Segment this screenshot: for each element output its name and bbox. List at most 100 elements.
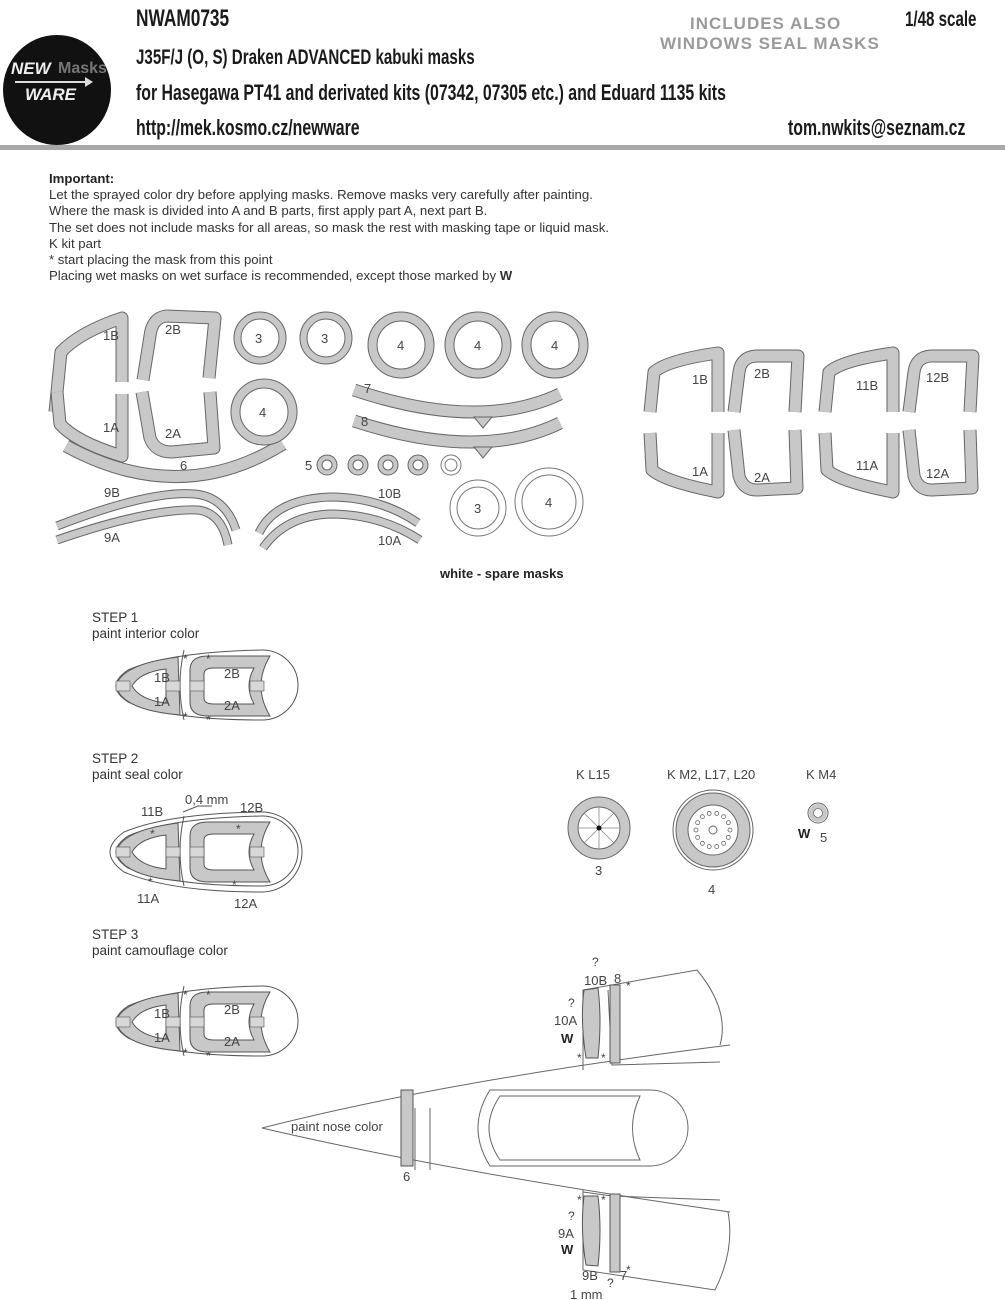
mask-10A — [260, 510, 422, 551]
svg-text:5: 5 — [820, 830, 827, 845]
svg-text:3: 3 — [255, 331, 262, 346]
svg-text:*: * — [601, 1193, 606, 1207]
note-line: The set does not include masks for all a… — [49, 219, 609, 235]
svg-text:1A: 1A — [692, 464, 708, 479]
svg-text:2B: 2B — [754, 366, 770, 381]
mask-9B — [55, 490, 240, 532]
svg-text:12A: 12A — [926, 466, 949, 481]
svg-text:?: ? — [592, 955, 599, 969]
svg-text:*: * — [232, 878, 237, 892]
svg-text:*: * — [626, 1263, 631, 1277]
logo-text-masks: Masks — [58, 60, 107, 77]
wheel-bolt — [714, 844, 720, 849]
wheel-bolt — [695, 834, 701, 840]
email-link[interactable]: tom.nwkits@seznam.cz — [788, 115, 966, 140]
svg-text:1B: 1B — [154, 1006, 170, 1021]
product-title: J35F/J (O, S) Draken ADVANCED kabuki mas… — [136, 46, 475, 69]
spare-mask-5 — [440, 454, 462, 476]
ring-mask — [368, 312, 434, 378]
mask-1A — [51, 391, 128, 462]
step-2-diagram: 0,4 mm 11B 12B 11A 12A * * * * — [109, 792, 303, 911]
svg-text:10A: 10A — [554, 1013, 577, 1028]
seal-mask-sheet: 1B 1A 2B 2A 11B 11A 12B 12A — [650, 353, 973, 492]
mask-sheet: 1B 1A 2B 2A 3 3 4 4 4 4 6 7 8 5 9B 9A 10… — [48, 309, 589, 551]
ring-mask — [231, 379, 297, 445]
svg-text:8: 8 — [614, 971, 621, 986]
svg-text:10A: 10A — [378, 533, 401, 548]
note-line: * start placing the mask from this point — [49, 252, 273, 268]
svg-text:11A: 11A — [856, 458, 878, 473]
ring-mask — [445, 312, 511, 378]
mask-2B — [137, 310, 221, 381]
wheel-km2: K M2, L17, L20 4 — [667, 767, 755, 897]
svg-text:1B: 1B — [103, 328, 119, 343]
svg-text:4: 4 — [259, 405, 266, 420]
svg-text:0,4 mm: 0,4 mm — [185, 792, 228, 807]
svg-text:2A: 2A — [224, 1034, 240, 1049]
svg-text:K L15: K L15 — [576, 767, 610, 782]
product-subtitle: for Hasegawa PT41 and derivated kits (07… — [136, 80, 726, 105]
svg-text:4: 4 — [397, 338, 404, 353]
step-3-diagram: 1B 1A 2B 2A * * * * — [115, 985, 299, 1063]
mask-6-placed — [400, 1089, 414, 1167]
svg-text:*: * — [183, 1046, 188, 1060]
svg-text:1 mm: 1 mm — [570, 1287, 603, 1300]
svg-text:3: 3 — [474, 501, 481, 516]
svg-text:1B: 1B — [154, 670, 170, 685]
wheel-bolt — [727, 827, 733, 833]
wheel-bolt — [714, 811, 720, 816]
svg-text:W: W — [798, 826, 811, 841]
header-divider — [0, 145, 1005, 150]
svg-text:9B: 9B — [104, 485, 120, 500]
svg-text:8: 8 — [361, 414, 368, 429]
spare-mask-4 — [514, 467, 584, 537]
svg-text:W: W — [561, 1242, 574, 1257]
svg-text:5: 5 — [305, 458, 312, 473]
svg-text:*: * — [183, 710, 188, 724]
svg-text:6: 6 — [180, 458, 187, 473]
svg-text:12B: 12B — [240, 800, 263, 815]
svg-text:12B: 12B — [926, 370, 949, 385]
svg-text:*: * — [206, 1049, 211, 1063]
svg-text:12A: 12A — [234, 896, 257, 911]
ring-mask — [234, 312, 286, 364]
wheel-bolt — [721, 840, 726, 846]
svg-text:11B: 11B — [856, 378, 878, 393]
svg-text:6: 6 — [403, 1169, 410, 1184]
stamp-line-2: WINDOWS SEAL MASKS — [660, 34, 880, 53]
wheel-bolt — [706, 844, 712, 849]
svg-text:?: ? — [607, 1276, 614, 1290]
svg-text:*: * — [236, 822, 241, 836]
svg-text:?: ? — [568, 996, 575, 1010]
mask-6 — [63, 439, 286, 482]
note-line: K kit part — [49, 235, 102, 251]
svg-text:1A: 1A — [154, 694, 170, 709]
wheel-kl15: K L15 3 — [567, 767, 631, 878]
svg-text:4: 4 — [474, 338, 481, 353]
svg-text:3: 3 — [595, 863, 602, 878]
svg-text:7: 7 — [364, 381, 371, 396]
svg-text:*: * — [206, 713, 211, 727]
svg-text:*: * — [577, 1051, 582, 1065]
wheel-bolt — [700, 840, 705, 846]
wheel-km4: K M4 W 5 — [798, 767, 836, 845]
mask-10B — [255, 493, 420, 535]
website-link[interactable]: http://mek.kosmo.cz/newware — [136, 115, 360, 140]
includes-stamp: INCLUDES ALSO WINDOWS SEAL MASKS — [660, 14, 880, 54]
svg-text:1A: 1A — [154, 1030, 170, 1045]
mask-7-placed — [609, 1193, 621, 1273]
mask-7 — [352, 384, 563, 418]
logo-text-ware: WARE — [25, 85, 76, 104]
wheel-bolt — [706, 811, 712, 816]
svg-text:9A: 9A — [104, 530, 120, 545]
svg-text:3: 3 — [321, 331, 328, 346]
svg-text:2B: 2B — [224, 1002, 240, 1017]
ring-mask — [317, 455, 337, 475]
logo-arrow-icon — [15, 77, 93, 87]
svg-text:9A: 9A — [558, 1226, 574, 1241]
spare-mask-3 — [449, 479, 507, 537]
svg-text:*: * — [150, 827, 155, 841]
